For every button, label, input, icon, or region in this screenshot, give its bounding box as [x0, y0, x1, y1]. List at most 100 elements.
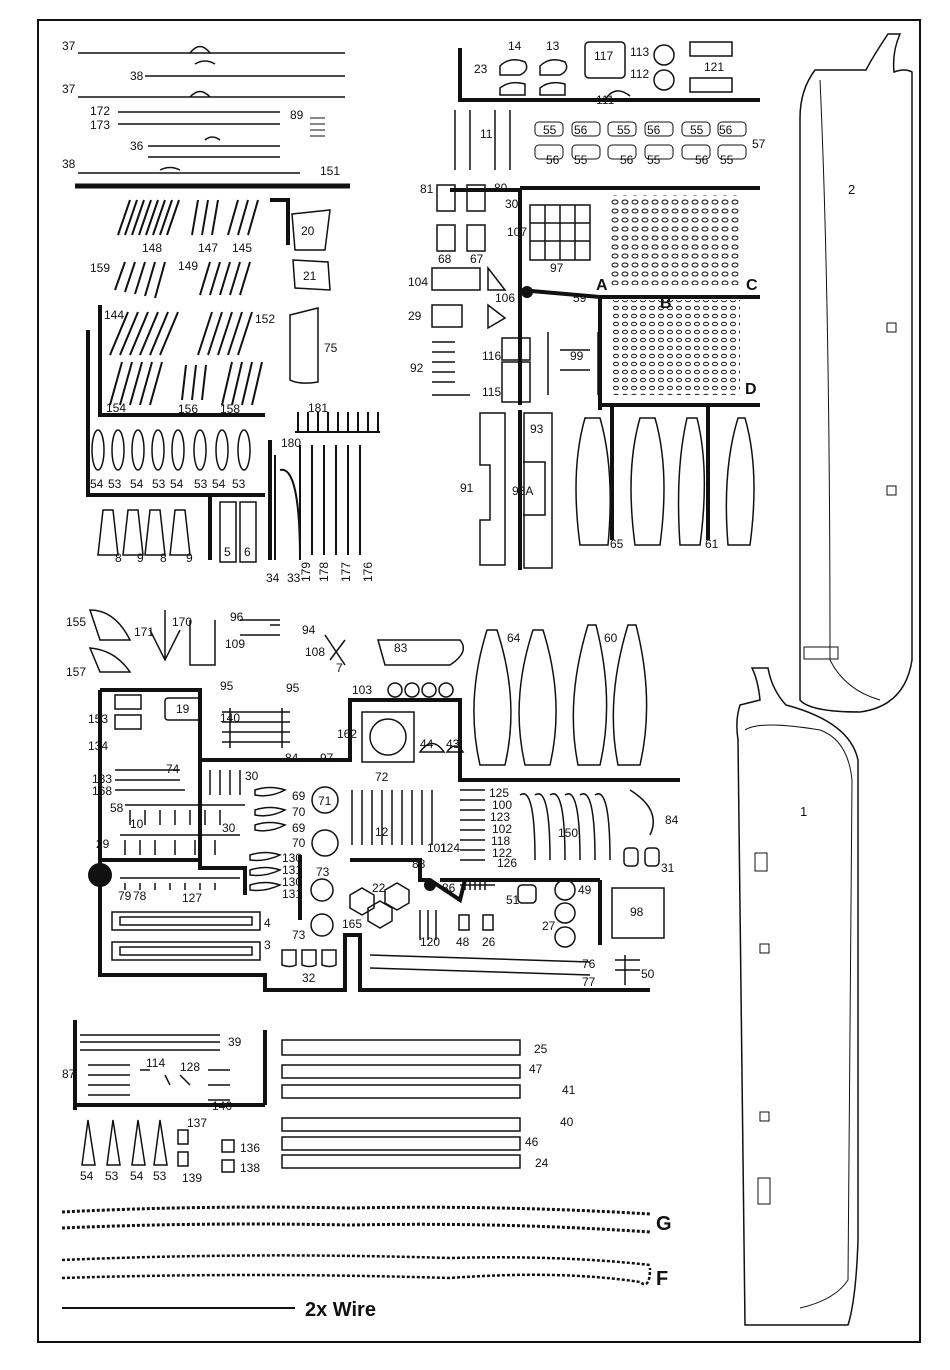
hull-1-label: 1 — [800, 804, 807, 819]
part-label: 59 — [573, 291, 587, 305]
part-label: 91 — [460, 481, 474, 495]
part-label: 61 — [705, 537, 719, 551]
part-label: 117 — [594, 49, 613, 63]
part-label: 60 — [604, 631, 618, 645]
deck-panels-20-21 — [289, 209, 331, 384]
part-label: 131 — [282, 863, 302, 877]
part-label: 57 — [752, 137, 766, 151]
part-label: 181 — [308, 401, 328, 415]
part-label: 126 — [497, 856, 517, 870]
part-label: 69 — [292, 821, 306, 835]
part-label: 50 — [641, 967, 655, 981]
part-label: 145 — [232, 241, 252, 255]
part-label: 92 — [410, 361, 424, 375]
part-label: 121 — [704, 60, 724, 74]
part-label: 38 — [130, 69, 144, 83]
part-label: 64 — [507, 631, 521, 645]
part-label: 26 — [482, 935, 496, 949]
part-label: 162 — [337, 727, 357, 741]
part-label: 168 — [92, 784, 112, 798]
part-label: 139 — [182, 1171, 202, 1185]
part-label: 69 — [292, 789, 306, 803]
part-label: 101 — [427, 841, 447, 855]
part-label: 39 — [228, 1035, 242, 1049]
part-label: 5 — [224, 545, 231, 559]
part-label: 73 — [292, 928, 306, 942]
part-label: 30 — [222, 821, 236, 835]
part-label: 107 — [507, 225, 527, 239]
part-label: 84 — [665, 813, 679, 827]
part-label: 37 — [62, 82, 76, 96]
part-label: 87 — [62, 1067, 76, 1081]
part-label: 130 — [282, 851, 302, 865]
part-label: 68 — [438, 252, 452, 266]
part-label: 72 — [375, 770, 389, 784]
part-label: 97 — [550, 261, 564, 275]
part-label: 89 — [290, 108, 304, 122]
gate-dot-small — [424, 879, 436, 891]
part-label: 80 — [494, 181, 508, 195]
label-d: D — [745, 381, 757, 398]
part-label: 54 — [80, 1169, 94, 1183]
part-label: 13 — [546, 39, 560, 53]
part-label: 6 — [244, 545, 251, 559]
part-label: 152 — [255, 312, 275, 326]
sheet-border — [37, 19, 921, 1343]
part-label: 84 — [285, 751, 299, 765]
part-label: 128 — [180, 1060, 200, 1074]
part-label: 56 — [620, 153, 634, 167]
part-label: 56 — [695, 153, 709, 167]
part-number-labels: 37 38 37 172 173 89 36 38 151 148 147 14… — [62, 39, 766, 1185]
part-label: 40 — [560, 1115, 574, 1129]
wire-caption: 2x Wire — [305, 1299, 376, 1321]
part-label: 159 — [90, 261, 110, 275]
part-label: 173 — [90, 118, 110, 132]
part-label: 4 — [264, 916, 271, 930]
part-label: 70 — [292, 805, 306, 819]
part-label: 96 — [230, 610, 244, 624]
part-label: 155 — [66, 615, 86, 629]
part-label: 122 — [492, 846, 512, 860]
part-label: 49 — [578, 883, 592, 897]
part-label: 11 — [480, 127, 493, 141]
part-label: 106 — [495, 291, 515, 305]
part-label: 14 — [508, 39, 522, 53]
part-label: 148 — [142, 241, 162, 255]
part-label: 37 — [62, 39, 76, 53]
part-label: 115 — [482, 385, 501, 399]
hull-half-1: 1 — [736, 667, 859, 1326]
part-label: 74 — [166, 762, 180, 776]
part-label: 133 — [92, 772, 112, 786]
part-label: 3 — [264, 938, 271, 952]
chain-g-label: G — [656, 1213, 672, 1235]
label-b: B — [660, 295, 672, 312]
part-label: 55 — [574, 153, 588, 167]
sprue-junction-a — [519, 288, 760, 299]
part-label: 76 — [582, 957, 596, 971]
part-label: 53 — [108, 477, 122, 491]
part-label: 47 — [529, 1062, 543, 1076]
part-label: 118 — [491, 834, 510, 848]
part-label: 130 — [282, 875, 302, 889]
part-label: 7 — [336, 661, 343, 675]
part-label: 33 — [287, 571, 301, 585]
part-label: 180 — [281, 436, 301, 450]
hull-2-label: 2 — [848, 182, 855, 197]
part-label: 71 — [318, 794, 332, 808]
part-label: 150 — [558, 826, 578, 840]
part-label: 93A — [512, 484, 533, 498]
part-label: 8 — [115, 551, 122, 565]
part-label: 147 — [198, 241, 218, 255]
part-label: 109 — [225, 637, 245, 651]
part-label: 95 — [286, 681, 300, 695]
gate-dot-big — [88, 863, 112, 887]
part-label: 153 — [88, 712, 108, 726]
part-label: 178 — [317, 562, 331, 582]
part-label: 151 — [320, 164, 340, 178]
part-label: 36 — [130, 139, 144, 153]
part-label: 12 — [375, 825, 389, 839]
cannons-8-9 — [97, 501, 257, 563]
part-label: 97 — [320, 751, 334, 765]
part-label: 25 — [534, 1042, 548, 1056]
